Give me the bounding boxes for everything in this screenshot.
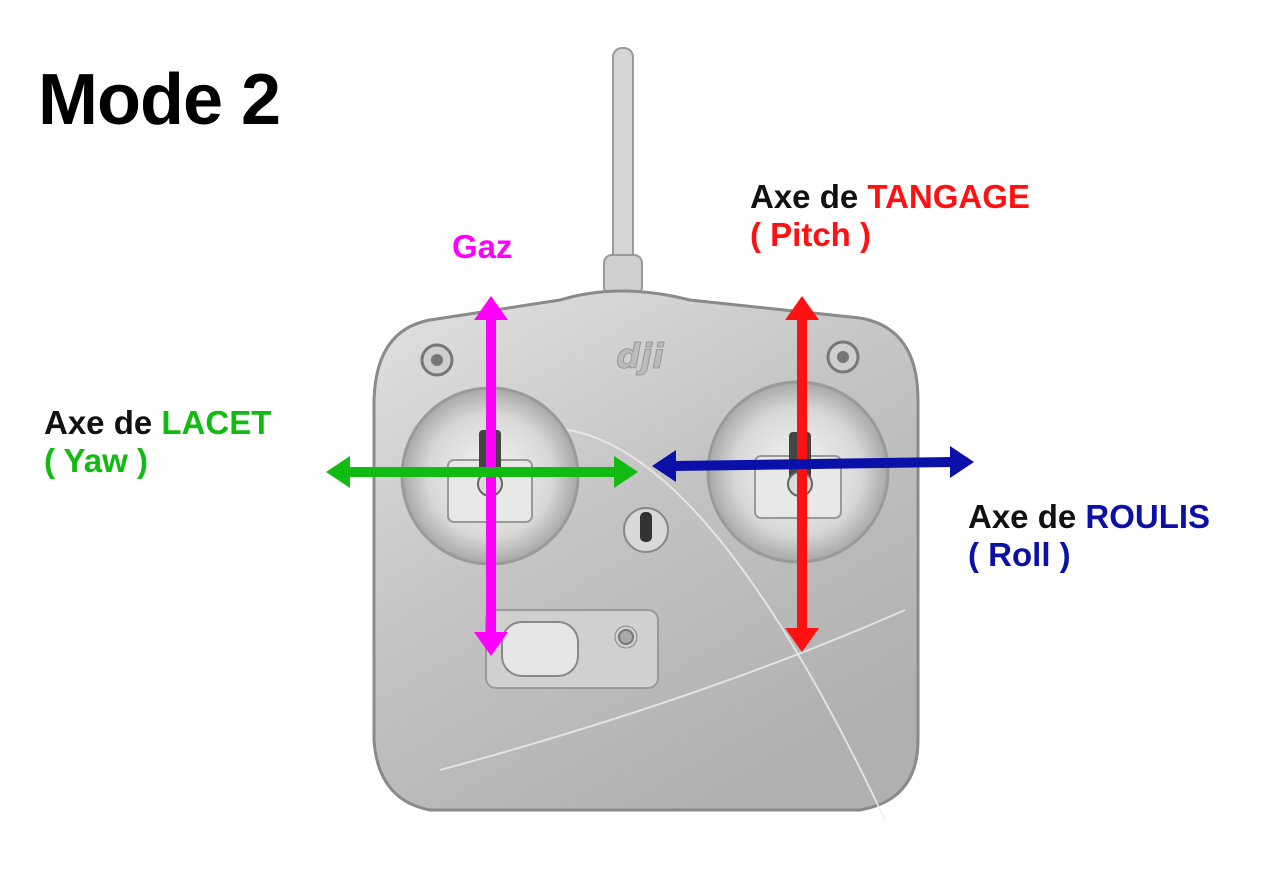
right-switch bbox=[826, 340, 860, 374]
yaw-label: Axe de LACET ( Yaw ) bbox=[44, 404, 271, 480]
roll-label: Axe de ROULIS ( Roll ) bbox=[968, 498, 1210, 574]
throttle-label: Gaz bbox=[452, 228, 513, 266]
center-switch bbox=[623, 507, 669, 553]
page-title: Mode 2 bbox=[38, 60, 281, 140]
roll-arrow bbox=[652, 446, 974, 482]
antenna bbox=[603, 47, 643, 296]
roll-sub: ( Roll ) bbox=[968, 535, 1071, 573]
power-button[interactable] bbox=[614, 625, 638, 649]
pitch-sub: ( Pitch ) bbox=[750, 215, 871, 253]
yaw-prefix: Axe de bbox=[44, 404, 153, 441]
left-switch bbox=[420, 343, 454, 377]
pitch-prefix: Axe de bbox=[750, 178, 859, 215]
pitch-name: TANGAGE bbox=[867, 178, 1030, 215]
throttle-name: Gaz bbox=[452, 228, 513, 265]
yaw-name: LACET bbox=[161, 404, 272, 441]
roll-prefix: Axe de bbox=[968, 498, 1077, 535]
yaw-sub: ( Yaw ) bbox=[44, 441, 148, 479]
pitch-arrow bbox=[785, 296, 819, 652]
roll-name: ROULIS bbox=[1085, 498, 1211, 535]
power-panel bbox=[485, 609, 659, 689]
pitch-label: Axe de TANGAGE ( Pitch ) bbox=[750, 178, 1030, 254]
yaw-arrow bbox=[326, 456, 638, 488]
dji-logo: dji bbox=[616, 337, 665, 377]
